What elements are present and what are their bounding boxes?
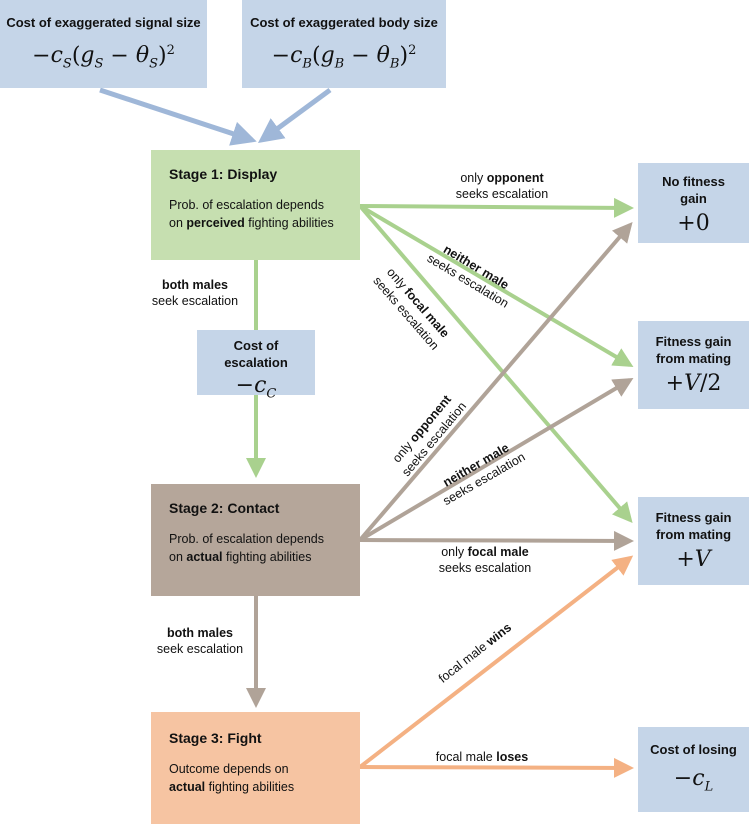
stage-2-desc: Prob. of escalation depends on actual fi…: [169, 532, 324, 564]
signal-cost-formula: −cS(gS − θS)2: [32, 43, 175, 72]
full-gain-formula: +V: [676, 547, 711, 572]
stage-2-title: Stage 2: Contact: [169, 500, 280, 516]
body-cost-box: Cost of exaggerated body size −cB(gB − θ…: [242, 0, 446, 88]
arrow-s3-loses: [359, 757, 634, 778]
signal-cost-title: Cost of exaggerated signal size: [6, 15, 201, 30]
arrow-s1-half: [358, 204, 634, 368]
arrow-s2-full: [359, 530, 634, 551]
arrow-s3-wins: [358, 555, 634, 769]
escalation-cost-formula: −cC: [235, 373, 277, 402]
losing-formula: −cL: [673, 766, 714, 795]
stage-1-desc: Prob. of escalation depends on perceived…: [169, 198, 334, 230]
arrow-s1-full: [358, 204, 633, 524]
stage-3-desc: Outcome depends on actual fighting abili…: [169, 762, 295, 794]
half-gain-formula: +V/2: [665, 371, 722, 396]
body-cost-title: Cost of exaggerated body size: [250, 15, 438, 30]
arrow-signal-to-display: [99, 87, 257, 146]
stage-3-title: Stage 3: Fight: [169, 730, 262, 746]
stage-1-display-box: Stage 1: Display Prob. of escalation dep…: [151, 150, 360, 260]
label-s3-focal-loses: focal male loses: [435, 750, 529, 764]
stage-2-contact-box: Stage 2: Contact Prob. of escalation dep…: [151, 484, 360, 596]
body-cost-formula: −cB(gB − θB)2: [271, 43, 417, 72]
signal-cost-box: Cost of exaggerated signal size −cS(gS −…: [0, 0, 207, 88]
arrow-s2-no-gain: [358, 221, 633, 542]
arrow-s1-no-gain: [359, 197, 634, 218]
no-gain-formula: +0: [677, 211, 710, 236]
arrow-s2-half: [358, 377, 634, 542]
outcome-cost-of-losing: Cost of losing −cL: [638, 727, 749, 812]
stage-1-title: Stage 1: Display: [169, 166, 278, 182]
arrow-body-to-display: [257, 87, 332, 143]
stage-3-fight-box: Stage 3: Fight Outcome depends on actual…: [151, 712, 360, 824]
